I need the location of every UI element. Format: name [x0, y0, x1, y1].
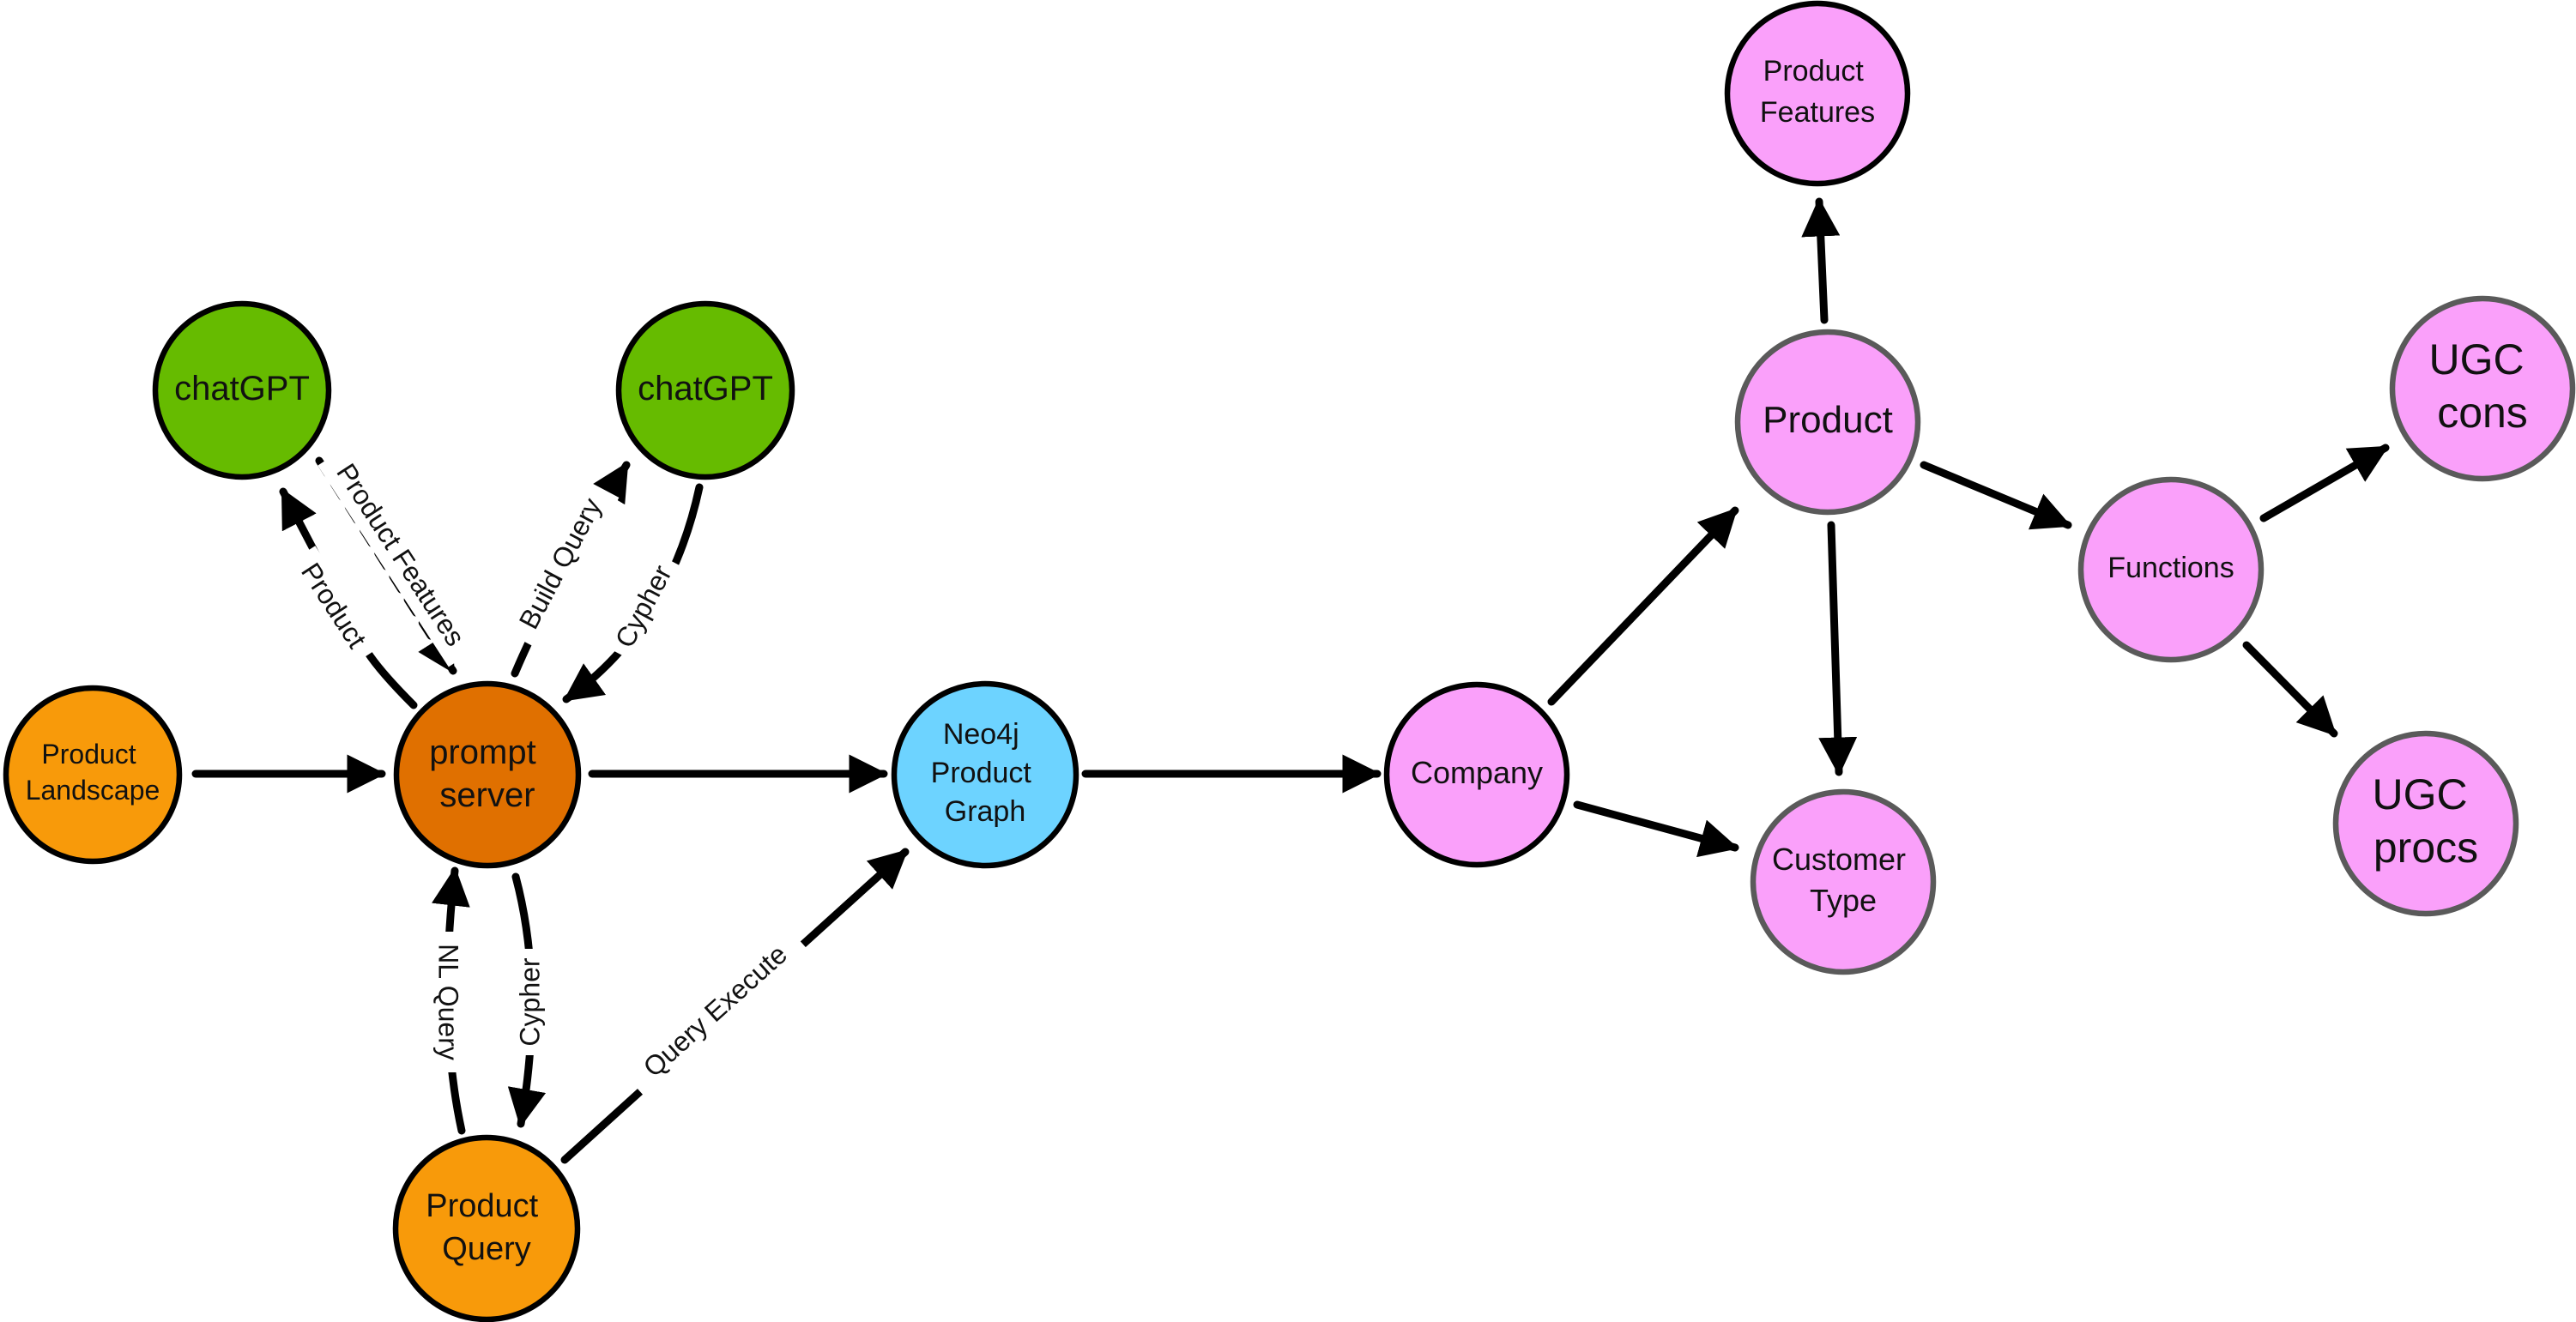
edge-product-to-functions — [1920, 461, 2072, 530]
svg-text:Product Query: Product Query — [426, 1188, 547, 1267]
node-functions-label: Functions — [2107, 552, 2234, 584]
node-neo4j-product-graph[interactable]: Neo4j Product Graph — [891, 680, 1079, 869]
node-customer-type[interactable]: Customer Type — [1750, 788, 1937, 975]
svg-text:UGC procs: UGC procs — [2372, 770, 2479, 872]
edge-functions-to-ugc-cons — [2259, 444, 2390, 522]
node-prompt-server-line-1: prompt — [429, 733, 536, 771]
edge-product-to-product-features — [1801, 197, 1841, 324]
nodes: chatGPT chatGPT Product Landscape prompt… — [3, 0, 2576, 1322]
node-neo4j-line-2: Product — [931, 757, 1032, 789]
node-product-features-line-1: Product — [1763, 55, 1865, 88]
node-customer-type-line-1: Customer — [1772, 842, 1906, 877]
edge-label-cypher-top: Cypher — [609, 560, 678, 653]
node-product-landscape-line-2: Landscape — [26, 775, 160, 806]
node-ugc-procs-line-1: UGC — [2372, 770, 2467, 818]
edge-company-to-customer-type — [1573, 800, 1739, 858]
edge-company-to-product — [1547, 506, 1739, 706]
svg-text:Product: Product — [1763, 399, 1893, 441]
svg-text:Customer Type: Customer Type — [1772, 842, 1914, 918]
node-customer-type-line-2: Type — [1810, 883, 1877, 918]
node-prompt-server-line-2: server — [439, 776, 535, 814]
node-product-query[interactable]: Product Query — [392, 1134, 581, 1322]
node-chatgpt-right-label: chatGPT — [638, 370, 773, 407]
node-product[interactable]: Product — [1734, 329, 1921, 516]
edge-label-build-query: Build Query — [513, 493, 608, 635]
svg-text:Neo4j Product: Neo4j Product Graph — [931, 718, 1040, 828]
node-chatgpt-left-label: chatGPT — [174, 370, 310, 407]
svg-text:Product Landscape: Product Landscape — [26, 739, 160, 806]
node-chatgpt-right[interactable]: chatGPT — [615, 300, 795, 480]
edge-label-query-execute: Query Execute — [638, 939, 793, 1083]
node-product-query-line-1: Product — [426, 1188, 538, 1224]
edge-label-nl-query: NL Query — [433, 944, 464, 1060]
node-ugc-cons[interactable]: UGC cons — [2389, 295, 2576, 482]
svg-text:UGC cons: UGC cons — [2428, 335, 2536, 437]
node-company-label: Company — [1411, 755, 1543, 790]
node-product-features[interactable]: Product Features — [1724, 0, 1911, 187]
node-neo4j-line-1: Neo4j — [943, 718, 1019, 751]
svg-text:chatGPT: chatGPT — [174, 370, 310, 407]
edge-functions-to-ugc-procs — [2242, 641, 2338, 738]
node-product-landscape[interactable]: Product Landscape — [3, 685, 183, 865]
node-neo4j-line-3: Graph — [945, 795, 1026, 828]
node-ugc-cons-line-2: cons — [2437, 389, 2528, 437]
svg-text:Product Features: Product Features — [1760, 55, 1875, 129]
node-product-landscape-line-1: Product — [41, 739, 136, 770]
node-product-label: Product — [1763, 399, 1893, 441]
node-prompt-server[interactable]: prompt server — [393, 680, 582, 869]
node-ugc-cons-line-1: UGC — [2428, 335, 2524, 383]
svg-text:Company: Company — [1411, 755, 1543, 790]
svg-text:chatGPT: chatGPT — [638, 370, 773, 407]
svg-text:Functions: Functions — [2107, 552, 2234, 584]
node-ugc-procs[interactable]: UGC procs — [2332, 730, 2519, 917]
node-company[interactable]: Company — [1383, 681, 1570, 868]
node-product-features-line-2: Features — [1760, 96, 1875, 129]
node-product-query-line-2: Query — [442, 1231, 530, 1267]
node-ugc-procs-line-2: procs — [2373, 824, 2478, 872]
edge-label-cypher-bottom: Cypher — [514, 957, 545, 1047]
node-chatgpt-left[interactable]: chatGPT — [152, 300, 332, 480]
svg-text:prompt server: prompt server — [429, 733, 546, 814]
edge-product-to-customer-type — [1818, 521, 1858, 776]
node-functions[interactable]: Functions — [2077, 476, 2265, 663]
